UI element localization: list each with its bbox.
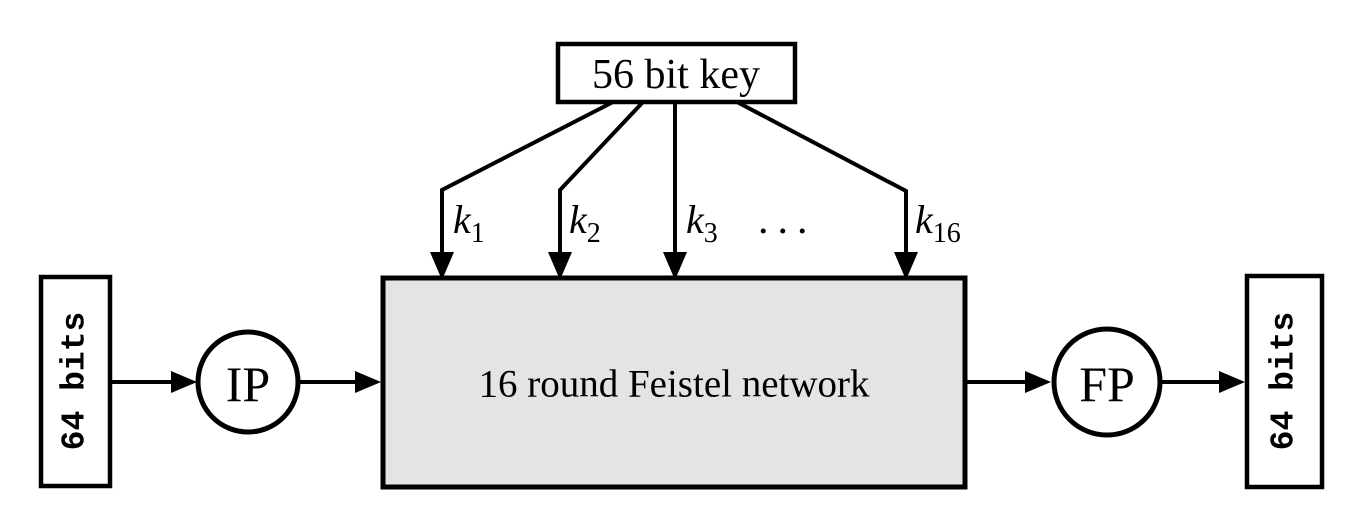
arrow-feistel-to-fp (966, 371, 1051, 393)
fp-circle: FP (1051, 326, 1163, 438)
arrowhead-down-icon (430, 252, 454, 280)
fp-label: FP (1079, 356, 1135, 412)
arrowhead-down-icon (894, 252, 918, 280)
ip-label: IP (226, 356, 270, 412)
arrow-fp-to-output (1161, 371, 1245, 393)
input-box-label: 64 bits (57, 312, 94, 451)
k3-base: k (686, 197, 705, 242)
arrowhead-right-icon (171, 371, 197, 393)
round-key-label-k2: k2 (569, 197, 601, 249)
round-key-label-k16: k16 (915, 197, 961, 249)
round-key-label-k1: k1 (453, 197, 485, 249)
k3-subscript: 3 (704, 218, 718, 249)
round-key-arrow-k1 (430, 100, 614, 280)
arrowhead-right-icon (1219, 371, 1245, 393)
round-key-arrow-k16 (736, 100, 918, 280)
arrowhead-down-icon (663, 252, 687, 280)
feistel-box-rect (380, 275, 968, 490)
feistel-network-box: 16 round Feistel network (380, 275, 968, 490)
round-key-arrow-k3 (663, 102, 687, 280)
flow-arrows (111, 371, 1245, 393)
feistel-box-label: 16 round Feistel network (478, 363, 870, 406)
arrow-line (736, 100, 908, 254)
arrow-line (440, 100, 614, 254)
ip-circle: IP (195, 329, 301, 435)
k16-subscript: 16 (933, 218, 961, 249)
arrow-ip-to-feistel (298, 371, 381, 393)
input-bits-box: 64 bits (38, 274, 113, 489)
output-box-rect (1244, 273, 1325, 490)
arrowhead-right-icon (355, 371, 381, 393)
k2-base: k (569, 197, 588, 242)
k1-subscript: 1 (471, 218, 485, 249)
output-bits-box: 64 bits (1244, 273, 1325, 490)
ellipsis-label: ... (758, 197, 817, 243)
round-key-arrow-k2 (548, 100, 645, 280)
arrow-line (558, 100, 645, 254)
arrow-input-to-ip (111, 371, 197, 393)
input-box-rect (38, 274, 113, 489)
k1-base: k (453, 197, 472, 242)
key-box-label: 56 bit key (592, 52, 760, 98)
arrowhead-right-icon (1025, 371, 1051, 393)
output-box-label: 64 bits (1266, 312, 1303, 451)
arrowhead-down-icon (548, 252, 572, 280)
fp-circle-shape (1051, 326, 1163, 438)
key-box: 56 bit key (555, 41, 798, 105)
round-key-arrows: k1 k2 k3 ... k16 (430, 100, 961, 280)
round-key-label-k3: k3 (686, 197, 718, 249)
k16-base: k (915, 197, 934, 242)
k2-subscript: 2 (587, 218, 601, 249)
